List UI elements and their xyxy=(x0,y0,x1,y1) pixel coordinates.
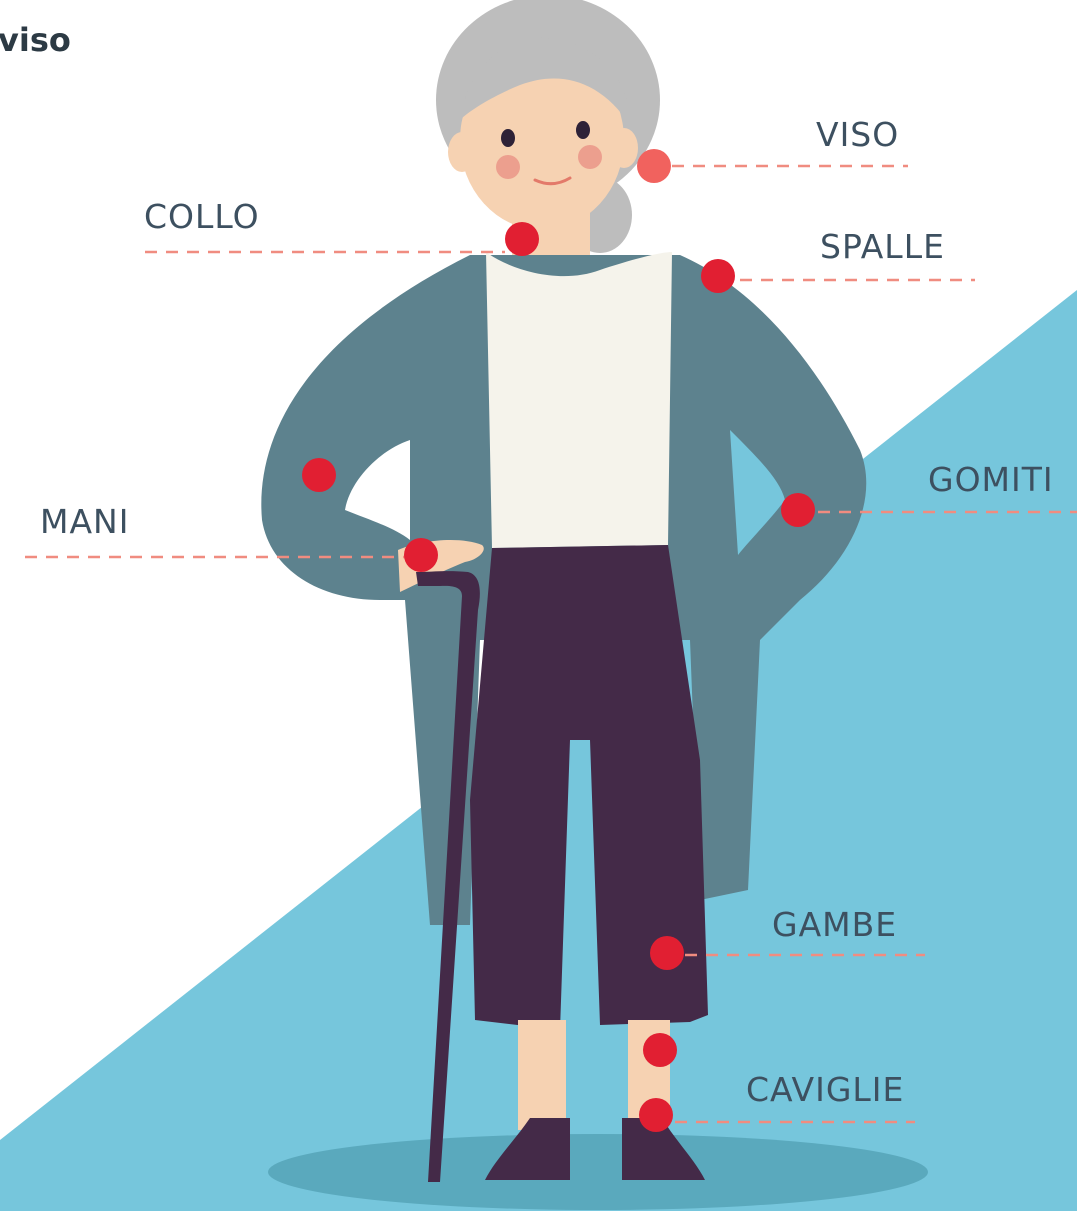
gambe-hotspot[interactable] xyxy=(650,936,684,970)
mani-hotspot[interactable] xyxy=(404,538,438,572)
left-shin xyxy=(518,1020,566,1130)
gomiti-hotspot[interactable] xyxy=(781,493,815,527)
collo-hotspot[interactable] xyxy=(505,222,539,256)
label-gomiti: GOMITI xyxy=(928,463,1054,496)
right-cheek xyxy=(578,145,602,169)
left-cheek xyxy=(496,155,520,179)
label-gambe: GAMBE xyxy=(772,908,897,941)
viso-hotspot[interactable] xyxy=(637,149,671,183)
spalle-hotspot[interactable] xyxy=(701,259,735,293)
label-viso: VISO xyxy=(816,118,899,151)
left-ear xyxy=(448,132,476,172)
label-caviglie: CAVIGLIE xyxy=(746,1073,904,1106)
right-eye xyxy=(576,121,590,139)
knee-hotspot[interactable] xyxy=(643,1033,677,1067)
label-mani: MANI xyxy=(40,505,129,538)
label-spalle: SPALLE xyxy=(820,230,945,263)
label-collo: COLLO xyxy=(144,200,260,233)
caviglie-hotspot[interactable] xyxy=(639,1098,673,1132)
shirt xyxy=(486,252,672,548)
left-eye xyxy=(501,129,515,147)
mani-upper-hotspot[interactable] xyxy=(302,458,336,492)
floor-shadow xyxy=(268,1134,928,1210)
right-ear xyxy=(610,128,638,168)
